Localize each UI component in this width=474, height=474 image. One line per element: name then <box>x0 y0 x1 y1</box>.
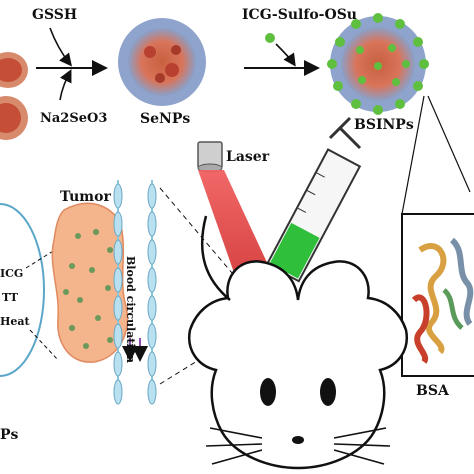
blood-circulation-label: Blood circulation <box>124 256 137 363</box>
blood-vessel <box>113 180 157 405</box>
laser-device <box>197 141 223 173</box>
senps-label: SeNPs <box>140 111 191 127</box>
icg-reagent-label: ICG-Sulfo-OSu <box>242 7 357 23</box>
mouse-outline <box>187 260 409 470</box>
bsa-structure-box <box>401 213 474 377</box>
gssh-label: GSSH <box>32 7 78 23</box>
tumor-mass <box>51 202 129 363</box>
bsa-label: BSA <box>416 383 449 399</box>
bsinp-particle <box>327 13 429 115</box>
left-inset <box>0 203 59 377</box>
conjugation-arrow <box>244 33 320 76</box>
left-heat-label: Heat <box>0 315 30 328</box>
left-tt-label: TT <box>2 291 18 304</box>
bsinps-label: BSINPs <box>354 117 414 133</box>
left-icg-label: ICG <box>0 267 24 280</box>
synthesis-arrow <box>36 27 108 101</box>
na2seo3-label: Na2SeO3 <box>40 111 108 126</box>
mouse-features <box>200 215 391 465</box>
zoom-lines <box>401 95 471 215</box>
senp-particle <box>118 18 206 106</box>
laser-label: Laser <box>226 149 270 165</box>
bottom-left-label: Ps <box>0 427 19 443</box>
tumor-label: Tumor <box>60 189 111 205</box>
precursor-particles <box>0 52 28 140</box>
